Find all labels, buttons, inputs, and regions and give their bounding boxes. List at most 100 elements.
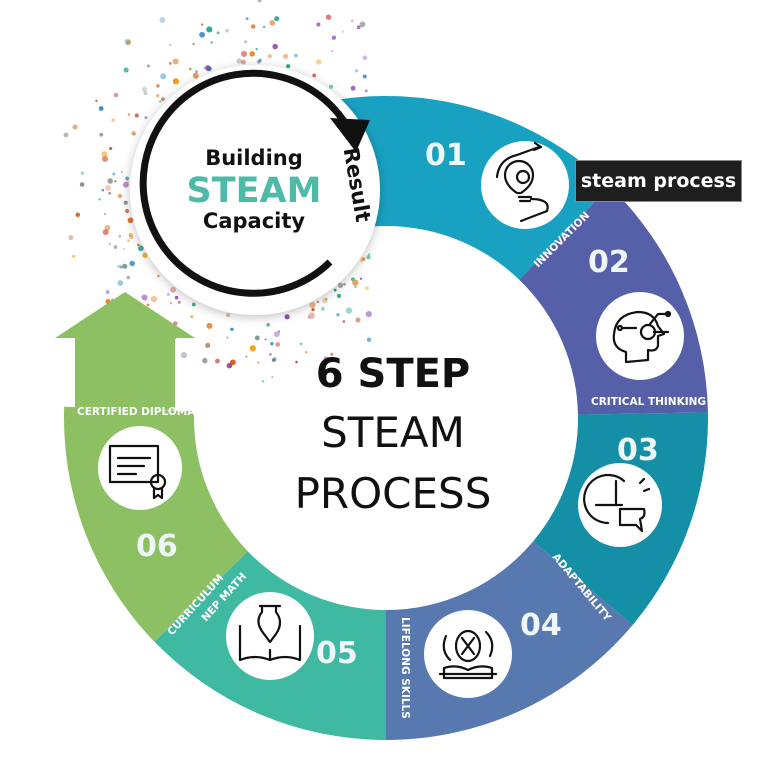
confetti-dot bbox=[138, 245, 144, 252]
confetti-dot bbox=[257, 361, 260, 364]
confetti-dot bbox=[269, 20, 276, 26]
confetti-dot bbox=[226, 362, 233, 369]
confetti-dot bbox=[316, 300, 319, 304]
confetti-dot bbox=[117, 193, 123, 199]
confetti-dot bbox=[156, 94, 160, 98]
confetti-dot bbox=[146, 64, 150, 68]
confetti-dot bbox=[168, 61, 172, 65]
confetti-dot bbox=[312, 73, 317, 78]
confetti-dot bbox=[320, 306, 325, 311]
confetti-dot bbox=[126, 39, 131, 45]
confetti-dot bbox=[324, 297, 328, 301]
confetti-dot bbox=[122, 263, 128, 269]
step-number-06: 06 bbox=[136, 529, 178, 564]
confetti-dot bbox=[275, 342, 281, 347]
confetti-dot bbox=[172, 58, 179, 65]
confetti-dot bbox=[107, 178, 113, 184]
confetti-dot bbox=[144, 116, 148, 120]
confetti-dot bbox=[117, 264, 121, 268]
confetti-dot bbox=[150, 295, 158, 303]
confetti-dot bbox=[127, 217, 134, 224]
confetti-dot bbox=[343, 282, 346, 286]
confetti-dot bbox=[141, 86, 147, 92]
confetti-dot bbox=[366, 255, 371, 260]
confetti-dot bbox=[236, 58, 242, 64]
confetti-dot bbox=[108, 191, 112, 195]
book-hourglass-icon bbox=[424, 610, 512, 698]
confetti-dot bbox=[294, 53, 298, 58]
confetti-dot bbox=[156, 84, 160, 88]
confetti-dot bbox=[126, 275, 131, 280]
confetti-dot bbox=[120, 170, 124, 174]
confetti-dot bbox=[341, 30, 345, 33]
confetti-dot bbox=[124, 38, 131, 46]
confetti-dot bbox=[113, 245, 118, 249]
confetti-dot bbox=[328, 84, 334, 89]
confetti-dot bbox=[202, 358, 208, 364]
confetti-dot bbox=[336, 313, 340, 317]
hub-line1: Building bbox=[205, 146, 303, 170]
confetti-dot bbox=[202, 66, 206, 69]
confetti-dot bbox=[105, 290, 110, 295]
confetti-dot bbox=[111, 118, 115, 122]
confetti-dot bbox=[137, 243, 140, 247]
confetti-dot bbox=[79, 182, 85, 187]
head-gear-circuit-icon bbox=[596, 292, 684, 380]
confetti-dot bbox=[174, 295, 179, 300]
confetti-dot bbox=[80, 171, 85, 175]
certificate-icon bbox=[98, 426, 182, 510]
confetti-dot bbox=[101, 151, 108, 158]
confetti-dot bbox=[159, 17, 166, 23]
title-line3: PROCESS bbox=[295, 469, 492, 518]
confetti-dot bbox=[191, 302, 196, 307]
confetti-dot bbox=[240, 59, 246, 65]
confetti-dot bbox=[125, 176, 130, 181]
confetti-dot bbox=[201, 23, 204, 26]
confetti-dot bbox=[206, 322, 213, 329]
circular-arrow-icon bbox=[139, 69, 356, 297]
confetti-dot bbox=[284, 314, 290, 320]
confetti-dot bbox=[244, 40, 248, 44]
confetti-dot bbox=[350, 19, 354, 23]
confetti-dot bbox=[133, 133, 136, 136]
confetti-dot bbox=[352, 279, 359, 286]
book-pen-icon bbox=[226, 592, 314, 680]
confetti-dot bbox=[249, 51, 255, 57]
confetti-dot bbox=[190, 315, 194, 319]
confetti-dot bbox=[277, 330, 281, 333]
confetti-dot bbox=[272, 43, 278, 50]
confetti-dot bbox=[125, 208, 130, 214]
confetti-dot bbox=[311, 308, 315, 312]
confetti-dot bbox=[172, 79, 176, 82]
confetti-dot bbox=[72, 124, 78, 130]
confetti-dot bbox=[362, 55, 368, 61]
step-label-critical-thinking: CRITICAL THINKING bbox=[591, 396, 706, 408]
confetti-dot bbox=[362, 74, 367, 79]
confetti-dot bbox=[113, 92, 119, 98]
confetti-dot bbox=[322, 297, 328, 304]
confetti-dot bbox=[141, 294, 148, 301]
step-number-02: 02 bbox=[588, 245, 630, 280]
confetti-dot bbox=[309, 301, 316, 309]
confetti-dot bbox=[240, 50, 248, 58]
confetti-dot bbox=[210, 41, 213, 44]
puzzle-head-icon bbox=[578, 463, 662, 547]
confetti-dot bbox=[129, 234, 134, 240]
confetti-dot bbox=[249, 345, 256, 352]
confetti-dot bbox=[359, 21, 366, 28]
confetti-dot bbox=[245, 17, 249, 21]
confetti-dot bbox=[160, 73, 167, 80]
confetti-dot bbox=[270, 342, 274, 346]
confetti-dot bbox=[63, 132, 69, 138]
confetti-dot bbox=[258, 58, 262, 63]
step-number-05: 05 bbox=[316, 636, 358, 671]
confetti-dot bbox=[361, 257, 366, 261]
confetti-dot bbox=[315, 59, 322, 65]
confetti-dot bbox=[230, 327, 234, 332]
confetti-dot bbox=[216, 31, 220, 35]
confetti-dot bbox=[330, 352, 334, 356]
confetti-dot bbox=[114, 180, 117, 183]
confetti-dot bbox=[262, 25, 266, 29]
